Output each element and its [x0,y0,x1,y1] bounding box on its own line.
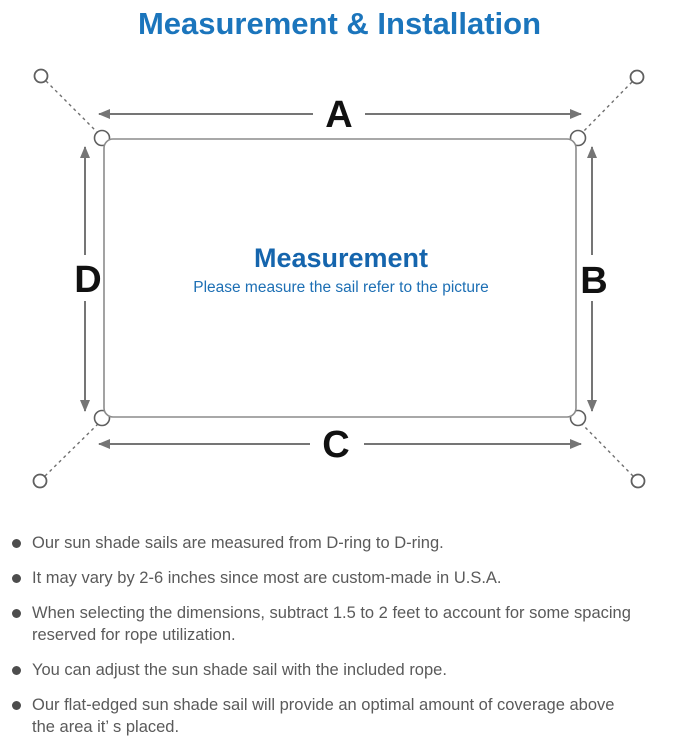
rope-dashed-line [580,81,633,135]
dimension-label-d: D [74,259,101,301]
list-item: When selecting the dimensions, subtract … [12,602,671,646]
note-text: When selecting the dimensions, subtract … [32,604,631,622]
anchor-point-icon [32,473,48,489]
rope-dashed-line [45,80,100,135]
bullet-dot-icon [12,539,21,548]
note-text: It may vary by 2-6 inches since most are… [32,569,502,587]
note-text: the area it’ s placed. [32,718,180,736]
dimension-label-c: C [322,424,349,466]
note-text: Our sun shade sails are measured from D-… [32,534,444,552]
list-item: You can adjust the sun shade sail with t… [12,659,671,681]
bullet-dot-icon [12,609,21,618]
anchor-point-icon [629,69,645,85]
anchor-point-icon [33,68,49,84]
page-title: Measurement & Installation [137,6,542,41]
anchor-point-icon [630,473,646,489]
diagram-center-title: Measurement [254,243,428,273]
note-text: Our flat-edged sun shade sail will provi… [32,696,615,714]
bullet-dot-icon [12,701,21,710]
notes-list: Our sun shade sails are measured from D-… [0,532,679,738]
dimension-label-b: B [580,260,607,302]
note-text: reserved for rope utilization. [32,626,236,644]
dimension-label-a: A [325,94,352,136]
diagram-center-subtitle: Please measure the sail refer to the pic… [193,279,489,296]
note-text: You can adjust the sun shade sail with t… [32,661,447,679]
list-item: Our sun shade sails are measured from D-… [12,532,671,554]
rope-dashed-line [44,422,100,477]
rope-dashed-line [580,422,634,477]
bullet-dot-icon [12,666,21,675]
list-item: It may vary by 2-6 inches since most are… [12,567,671,589]
bullet-dot-icon [12,574,21,583]
measurement-diagram: A C D B Measurement Please measure the s… [32,68,646,489]
shade-sail-outline [103,138,577,418]
list-item: Our flat-edged sun shade sail will provi… [12,694,671,738]
